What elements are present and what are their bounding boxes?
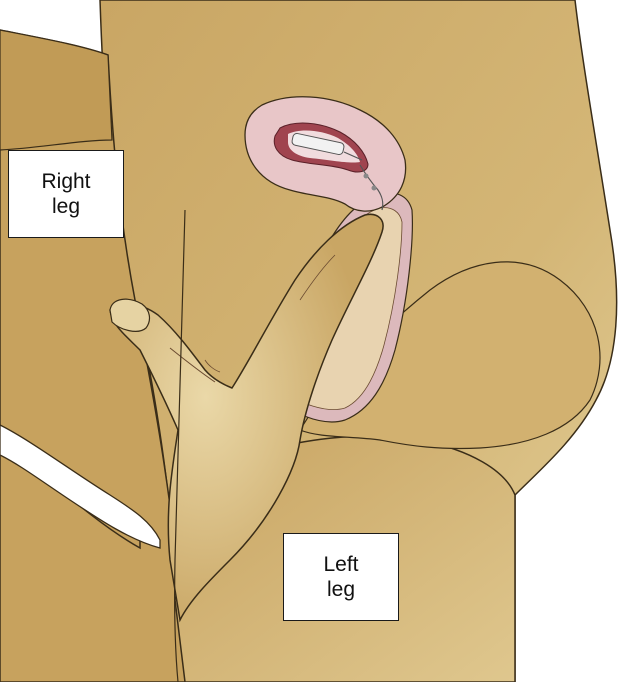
left-leg-label-line1: Left	[323, 552, 358, 577]
right-leg-upper	[0, 30, 112, 150]
right-leg-label: Right leg	[8, 150, 124, 238]
right-leg-label-line2: leg	[41, 194, 90, 219]
cervix-node-2	[372, 186, 377, 191]
left-leg-label-line2: leg	[323, 577, 358, 602]
right-leg-label-line1: Right	[41, 169, 90, 194]
left-leg-label: Left leg	[283, 533, 399, 621]
cervix-node-1	[364, 174, 369, 179]
